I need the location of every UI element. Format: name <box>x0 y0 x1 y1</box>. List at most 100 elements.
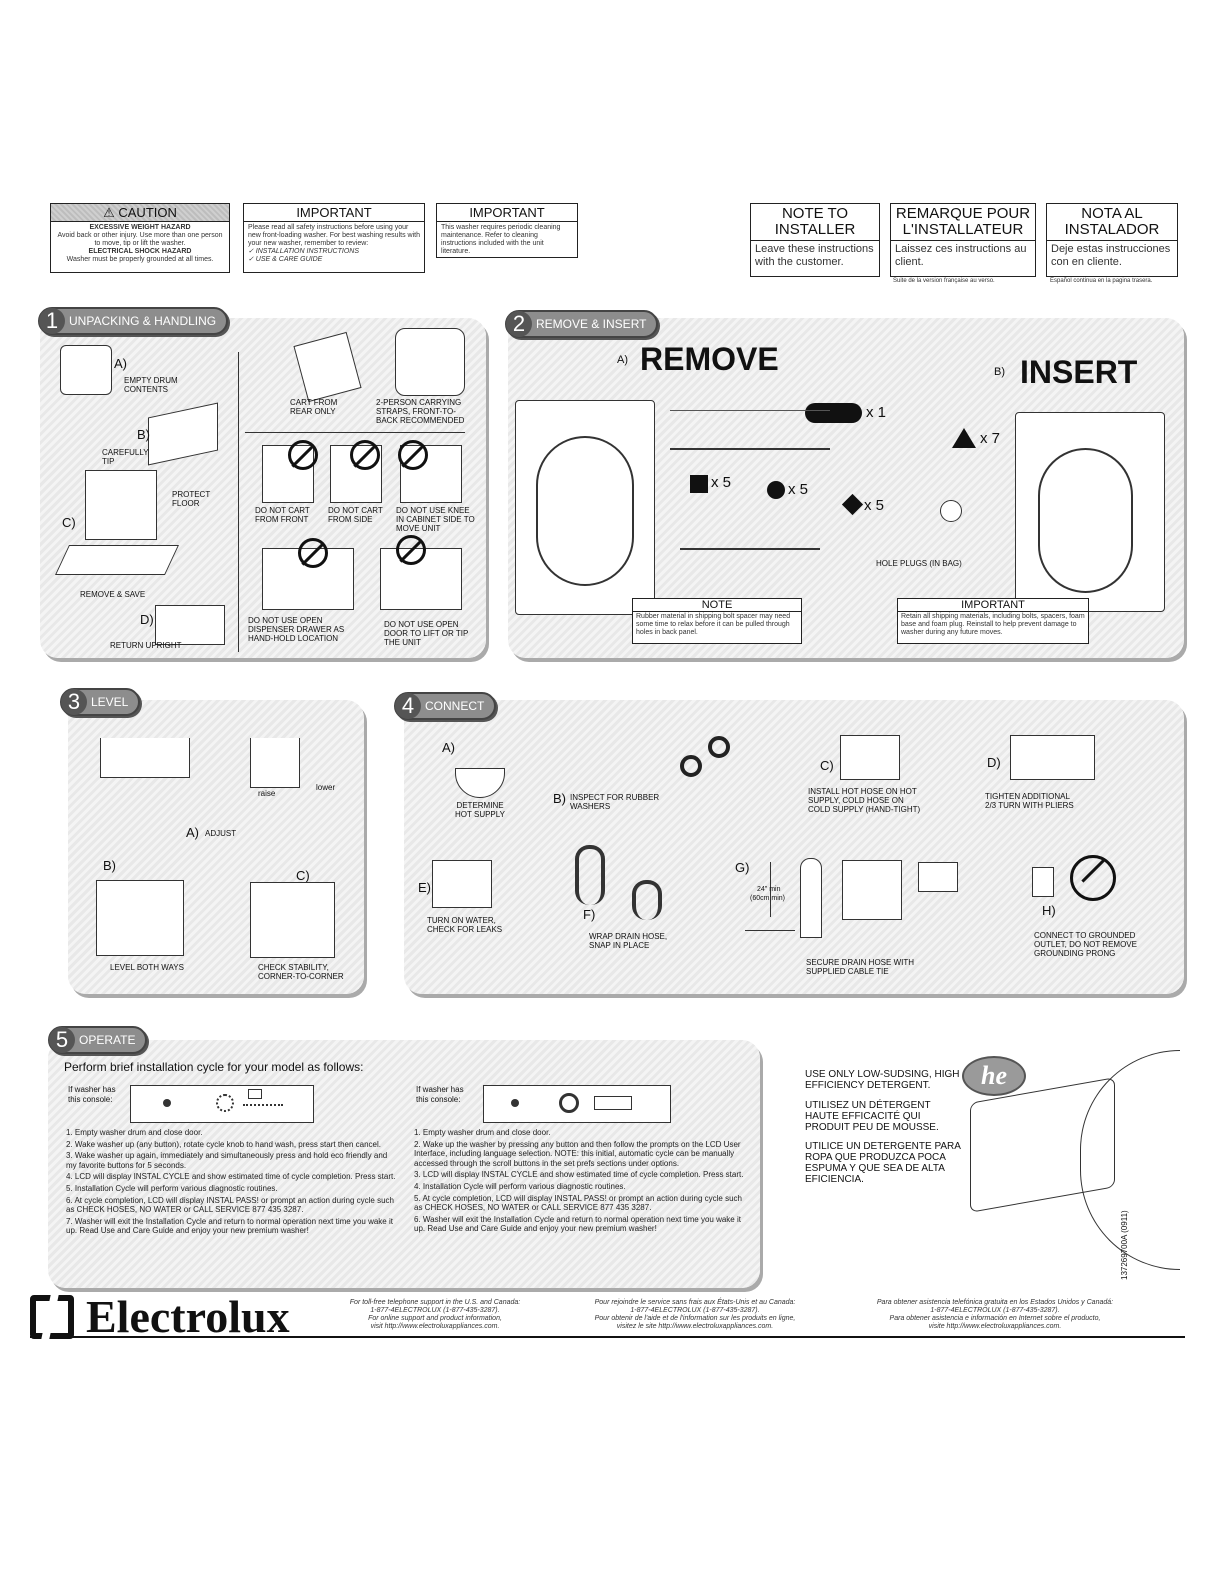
check-stability-sketch <box>250 882 335 958</box>
step-4h-text: CONNECT TO GROUNDED OUTLET, DO NOT REMOV… <box>1034 931 1137 958</box>
standpipe-sketch <box>800 858 822 938</box>
rubber-washer-icon <box>708 736 730 758</box>
important-title-1: IMPORTANT <box>244 204 424 222</box>
step-4f-label: F) <box>583 907 596 922</box>
support-es-2: 1-877-4ELECTROLUX (1-877-435-3287). <box>930 1307 1060 1314</box>
count-x5-diamond: x 5 <box>864 497 885 514</box>
divider-horizontal <box>245 432 465 433</box>
step-1d-text: RETURN UPRIGHT <box>110 641 182 650</box>
important-body-2: This washer requires periodic cleaning m… <box>441 224 561 255</box>
no-door-text: DO NOT USE OPEN DOOR TO LIFT OR TIP THE … <box>384 620 469 647</box>
support-fr: Pour rejoindre le service sans frais aux… <box>570 1299 820 1331</box>
step-4d-label: D) <box>987 755 1001 770</box>
caution-line1: EXCESSIVE WEIGHT HAZARD <box>89 224 191 231</box>
console-1-step: 5. Installation Cycle will perform vario… <box>66 1183 278 1193</box>
step-1b-label: B) <box>137 427 150 442</box>
step-3b-label: B) <box>103 858 116 873</box>
prohibited-icon <box>350 440 380 470</box>
he-en-text: USE ONLY LOW-SUDSING, HIGH EFFICIENCY DE… <box>805 1069 960 1091</box>
console-1-step: 3. Wake washer up again, immediately and… <box>66 1151 388 1170</box>
insert-important-body: Retain all shipping materials, including… <box>901 613 1085 636</box>
remove-note-title: NOTE <box>633 599 801 612</box>
console-1-steps: 1. Empty washer drum and close door. 2. … <box>66 1128 398 1238</box>
support-fr-1: Pour rejoindre le service sans frais aux… <box>594 1299 796 1306</box>
hole-plugs-text: HOLE PLUGS (IN BAG) <box>876 559 962 568</box>
brand-name: Electrolux <box>86 1291 290 1342</box>
console-2-label: If washer has this console: <box>416 1085 464 1104</box>
leveling-foot-sketch-2 <box>250 738 300 788</box>
washer-back-insert-sketch <box>1015 412 1165 612</box>
washer-drum-sketch <box>60 345 112 395</box>
console-2-step: 4. Installation Cycle will perform vario… <box>414 1181 626 1191</box>
laundry-tub-sketch <box>842 860 902 920</box>
protect-floor-sketch <box>85 470 157 540</box>
two-person-carry-sketch <box>395 328 465 396</box>
circle-icon <box>767 481 785 499</box>
step-4f-text: WRAP DRAIN HOSE, SNAP IN PLACE <box>589 932 668 950</box>
step-4e-text: TURN ON WATER, CHECK FOR LEAKS <box>427 916 503 934</box>
step-1b-text: CAREFULLY TIP <box>102 448 149 466</box>
important-item-1: ✓ INSTALLATION INSTRUCTIONS <box>248 248 360 255</box>
console-2-steps: 1. Empty washer drum and close door. 2. … <box>414 1128 750 1236</box>
step-1a-text: EMPTY DRUM CONTENTS <box>124 376 178 394</box>
count-x5-square: x 5 <box>711 474 732 491</box>
console-2-step: 2. Wake up the washer by pressing any bu… <box>414 1139 741 1168</box>
caution-line2: Avoid back or other injury. Use more tha… <box>57 232 223 247</box>
section-2-title: REMOVE & INSERT <box>536 317 647 331</box>
section-5-title: OPERATE <box>79 1033 136 1047</box>
console-2-step: 5. At cycle completion, LCD will display… <box>414 1193 742 1213</box>
support-fr-2: 1-877-4ELECTROLUX (1-877-435-3287). <box>630 1307 760 1314</box>
no-knee-text: DO NOT USE KNEE IN CABINET SIDE TO MOVE … <box>396 506 475 533</box>
console-1-step: 2. Wake washer up (any button), rotate c… <box>66 1139 381 1149</box>
console-2 <box>483 1085 671 1123</box>
section-3-number: 3 <box>61 689 87 715</box>
step-3b-text: LEVEL BOTH WAYS <box>110 963 184 972</box>
support-en: For toll-free telephone support in the U… <box>330 1299 540 1331</box>
remove-note-body: Rubber material in shipping bolt spacer … <box>636 613 791 636</box>
insert-important-box: IMPORTANT Retain all shipping materials,… <box>897 598 1089 644</box>
dispenser-drawer-sketch <box>262 548 354 610</box>
leveling-foot-sketch-1 <box>100 738 190 778</box>
straps-text: 2-PERSON CARRYING STRAPS, FRONT-TO-BACK … <box>376 398 465 425</box>
step-4a-label: A) <box>442 740 455 755</box>
part-number: 137269700A (0911) <box>1120 1210 1129 1280</box>
prohibited-icon <box>288 440 318 470</box>
console-1-label: If washer has this console: <box>68 1085 116 1104</box>
console-1-step: 4. LCD will display INSTAL CYCLE and sho… <box>66 1172 396 1182</box>
pliers-sketch <box>1010 735 1095 780</box>
section-1-title: UNPACKING & HANDLING <box>69 314 217 328</box>
section-1-number: 1 <box>39 308 65 334</box>
support-fr-4: visitez le site http://www.electroluxapp… <box>616 1323 774 1330</box>
note-es-body: Deje estas instrucciones con en cliente. <box>1051 243 1171 268</box>
support-en-3: For online support and product informati… <box>368 1315 502 1322</box>
step-1a-label: A) <box>114 356 127 371</box>
support-es: Para obtener asistencia telefónica gratu… <box>850 1299 1140 1331</box>
adjust-text: ADJUST <box>205 829 237 838</box>
lcd-display <box>594 1096 632 1110</box>
step-4c-text: INSTALL HOT HOSE ON HOT SUPPLY, COLD HOS… <box>808 787 921 814</box>
g-min-height-cm: (60cm min) <box>750 895 786 902</box>
count-x5-circle: x 5 <box>788 481 809 498</box>
prohibited-icon <box>298 538 328 568</box>
shipping-bolts-sketch-lower <box>680 530 820 550</box>
important-box-2: IMPORTANT This washer requires periodic … <box>436 203 578 258</box>
section-5-badge: 5 OPERATE <box>48 1026 148 1054</box>
lower-text: lower <box>316 783 336 792</box>
caution-box: ⚠ CAUTION EXCESSIVE WEIGHT HAZARD Avoid … <box>50 203 230 273</box>
section-1-badge: 1 UNPACKING & HANDLING <box>38 307 229 335</box>
caution-line4: Washer must be properly grounded at all … <box>66 256 214 263</box>
support-en-2: 1-877-4ELECTROLUX (1-877-435-3287). <box>370 1307 500 1314</box>
console-2-step: 3. LCD will display INSTAL CYCLE and sho… <box>414 1170 744 1180</box>
cycle-dial-icon <box>559 1093 579 1113</box>
hole-plug-icon <box>940 500 962 522</box>
raise-text: raise <box>258 789 276 798</box>
drain-hose-sketch <box>575 845 605 905</box>
insert-important-title: IMPORTANT <box>898 599 1088 612</box>
he-logo: he <box>962 1056 1026 1096</box>
note-en-title1: NOTE TO <box>781 205 849 222</box>
section-4-title: CONNECT <box>425 699 485 713</box>
remove-save-text: REMOVE & SAVE <box>80 590 146 599</box>
washer-door-outline <box>1038 448 1133 593</box>
